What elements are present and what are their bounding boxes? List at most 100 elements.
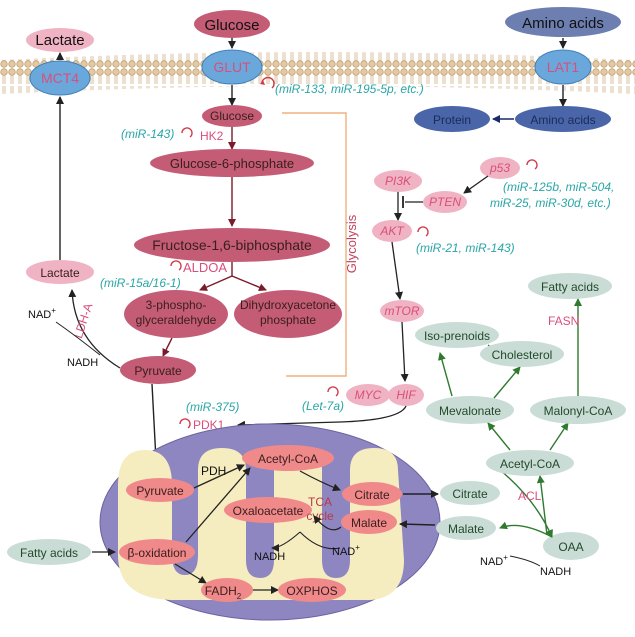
aldoa-mirna-label: (miR-15a/16-1) <box>100 276 181 290</box>
fatty-acids-left-node: Fatty acids <box>7 539 91 565</box>
svg-text:Iso-prenoids: Iso-prenoids <box>424 329 490 343</box>
mito-nadh-label: NADH <box>254 551 285 563</box>
myc-node: MYC <box>346 384 390 406</box>
glucose-outside: Glucose <box>194 10 270 38</box>
acl-label: ACL <box>518 489 542 503</box>
svg-text:OXPHOS: OXPHOS <box>286 584 337 598</box>
svg-text:Amino acids: Amino acids <box>530 113 595 127</box>
lat1-transporter: LAT1 <box>534 49 592 85</box>
glycolysis-label: Glycolysis <box>344 214 359 273</box>
beta-oxidation-node: β-oxidation <box>119 539 195 565</box>
g3p-node: 3-phospho- glyceraldehyde <box>124 290 228 338</box>
mito-malate-node: Malate <box>341 510 397 534</box>
fatty-acids-top-node: Fatty acids <box>528 273 612 299</box>
p53-mirna-line2: miR-25, miR-30d, etc.) <box>490 196 611 210</box>
svg-text:Oxaloacetate: Oxaloacetate <box>233 504 304 518</box>
svg-text:Lactate: Lactate <box>40 266 80 280</box>
cell-membrane <box>0 52 635 94</box>
cyto-citrate-node: Citrate <box>440 481 500 505</box>
lactate-inside-node: Lactate <box>26 260 94 284</box>
cyto-nadh-label: NADH <box>540 566 571 578</box>
tca-cycle-label: cycle <box>306 509 334 523</box>
svg-text:PTEN: PTEN <box>429 195 461 209</box>
tca-label: TCA <box>308 495 332 509</box>
svg-text:Fatty acids: Fatty acids <box>541 280 599 294</box>
svg-text:3-phospho-: 3-phospho- <box>146 298 207 312</box>
p53-mirna-line1: (miR-125b, miR-504, <box>503 180 614 194</box>
lactate-nadh-label: NADH <box>67 357 98 369</box>
f16bp-node: Fructose-1,6-biphosphate <box>134 228 330 262</box>
svg-text:Protein: Protein <box>433 113 471 127</box>
protein-node: Protein <box>414 106 490 132</box>
glut-mirna-label: (miR-133, miR-195-5p, etc.) <box>275 82 424 96</box>
svg-text:MCT4: MCT4 <box>41 70 79 86</box>
svg-text:Citrate: Citrate <box>354 488 390 502</box>
myc-mirna-label: (Let-7a) <box>302 399 344 413</box>
mito-acetyl-coa-node: Acetyl-CoA <box>242 445 334 471</box>
svg-text:p53: p53 <box>489 161 510 175</box>
p53-node: p53 <box>480 157 520 179</box>
pdk1-mirna-label: (miR-375) <box>186 400 239 414</box>
svg-text:Pyruvate: Pyruvate <box>136 484 184 498</box>
svg-text:Mevalonate: Mevalonate <box>439 404 501 418</box>
mito-citrate-node: Citrate <box>342 482 402 506</box>
amino-acids-node: Amino acids <box>515 106 611 132</box>
svg-text:Malate: Malate <box>351 516 387 530</box>
lactate-outside: Lactate <box>26 28 94 52</box>
fadh2-node: FADH2 <box>201 578 253 602</box>
svg-text:HIF: HIF <box>396 388 416 402</box>
svg-text:β-oxidation: β-oxidation <box>128 546 187 560</box>
svg-text:glyceraldehyde: glyceraldehyde <box>136 313 217 327</box>
dhap-node: Dihydroxyacetone phosphate <box>234 290 342 338</box>
svg-text:OAA: OAA <box>558 540 583 554</box>
svg-text:Fatty acids: Fatty acids <box>20 546 78 560</box>
svg-text:MYC: MYC <box>355 388 382 402</box>
svg-text:Pyruvate: Pyruvate <box>134 364 182 378</box>
svg-text:GLUT: GLUT <box>213 59 251 75</box>
lactate-nad-label: NAD+ <box>28 306 56 321</box>
svg-text:phosphate: phosphate <box>260 313 316 327</box>
svg-text:Malonyl-CoA: Malonyl-CoA <box>544 404 613 418</box>
svg-text:Amino acids: Amino acids <box>522 15 604 32</box>
svg-text:Glucose: Glucose <box>204 17 259 34</box>
amino-acids-outside: Amino acids <box>505 7 621 37</box>
malonyl-coa-node: Malonyl-CoA <box>530 396 626 424</box>
hk2-label: HK2 <box>200 129 224 143</box>
svg-text:AKT: AKT <box>379 224 405 238</box>
svg-text:PI3K: PI3K <box>385 174 412 188</box>
mito-oxaloacetate-node: Oxaloacetate <box>224 497 312 523</box>
cholesterol-node: Cholesterol <box>480 341 564 367</box>
cyto-acetyl-coa-node: Acetyl-CoA <box>486 450 574 476</box>
aldoa-label: ALDOA <box>183 260 227 275</box>
oaa-node: OAA <box>543 532 599 560</box>
glucose-node: Glucose <box>202 105 262 127</box>
cyto-nad-label: NAD+ <box>480 553 508 568</box>
svg-text:Cholesterol: Cholesterol <box>492 348 553 362</box>
pi3k-node: PI3K <box>374 170 422 192</box>
svg-text:Citrate: Citrate <box>452 487 488 501</box>
glycolysis-bracket <box>282 112 347 377</box>
akt-node: AKT <box>372 220 412 242</box>
svg-text:Glucose: Glucose <box>210 109 254 123</box>
svg-text:Acetyl-CoA: Acetyl-CoA <box>258 452 318 466</box>
svg-text:Fructose-1,6-biphosphate: Fructose-1,6-biphosphate <box>152 237 312 253</box>
pyruvate-node: Pyruvate <box>120 356 196 384</box>
mct4-transporter: MCT4 <box>29 60 91 96</box>
svg-text:Glucose-6-phosphate: Glucose-6-phosphate <box>170 156 294 171</box>
fasn-label: FASN <box>548 314 579 328</box>
svg-text:mTOR: mTOR <box>384 304 419 318</box>
mtor-node: mTOR <box>380 300 424 322</box>
mito-pyruvate-node: Pyruvate <box>126 478 194 502</box>
pdh-label: PDH <box>201 464 226 478</box>
iso-prenoids-node: Iso-prenoids <box>415 322 499 348</box>
mito-nad-label: NAD+ <box>332 543 360 558</box>
oxphos-node: OXPHOS <box>278 578 346 602</box>
svg-text:Acetyl-CoA: Acetyl-CoA <box>500 457 560 471</box>
svg-text:FADH2: FADH2 <box>205 584 242 601</box>
svg-text:Lactate: Lactate <box>35 32 84 49</box>
svg-text:Dihydroxyacetone: Dihydroxyacetone <box>240 298 336 312</box>
glut-transporter: GLUT <box>201 49 263 85</box>
hk2-mirna-label: (miR-143) <box>121 127 174 141</box>
